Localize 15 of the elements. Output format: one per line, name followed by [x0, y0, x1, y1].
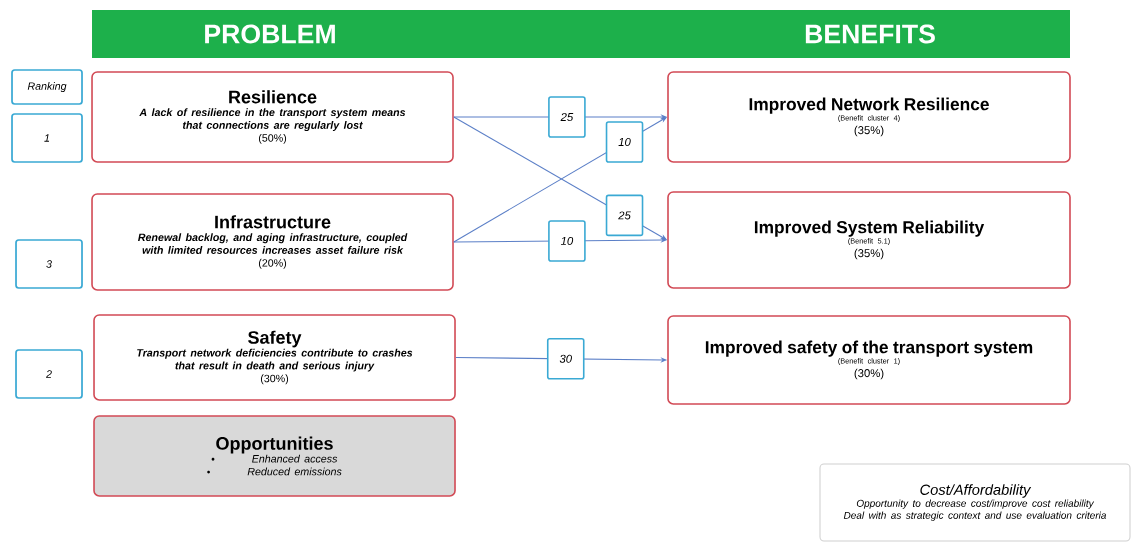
ranking-box: 3 [15, 239, 83, 289]
problem-box: Safety Transport network deficiencies contribute to crashes that result in death and serious injury (30%) [93, 314, 456, 401]
edge-label: 10 [548, 220, 586, 262]
problem-box: Infrastructure Renewal backlog, and aging infrastructure, coupled with limited resources increases asset failure risk (20%) [91, 193, 454, 291]
ranking-box: 1 [11, 113, 83, 163]
problem-box: Resilience A lack of resilience in the transport system means that connections are regularly lost (50%) [91, 71, 454, 163]
opportunities-box: Opportunities Enhanced access Reduced emissions [93, 415, 456, 497]
ranking-box: Ranking [11, 69, 83, 105]
header-bar: PROBLEM BENEFITS [92, 10, 1070, 58]
edge-label: 25 [605, 194, 644, 237]
edge-label: 30 [546, 338, 585, 380]
ranking-box: 2 [15, 349, 83, 399]
edge-label: 10 [605, 121, 644, 163]
edge-label: 25 [548, 96, 586, 138]
note-box: Cost/Affordability Opportunity to decrease cost/improve cost reliability Deal with as strategic context and use evaluation criteria [819, 463, 1131, 542]
